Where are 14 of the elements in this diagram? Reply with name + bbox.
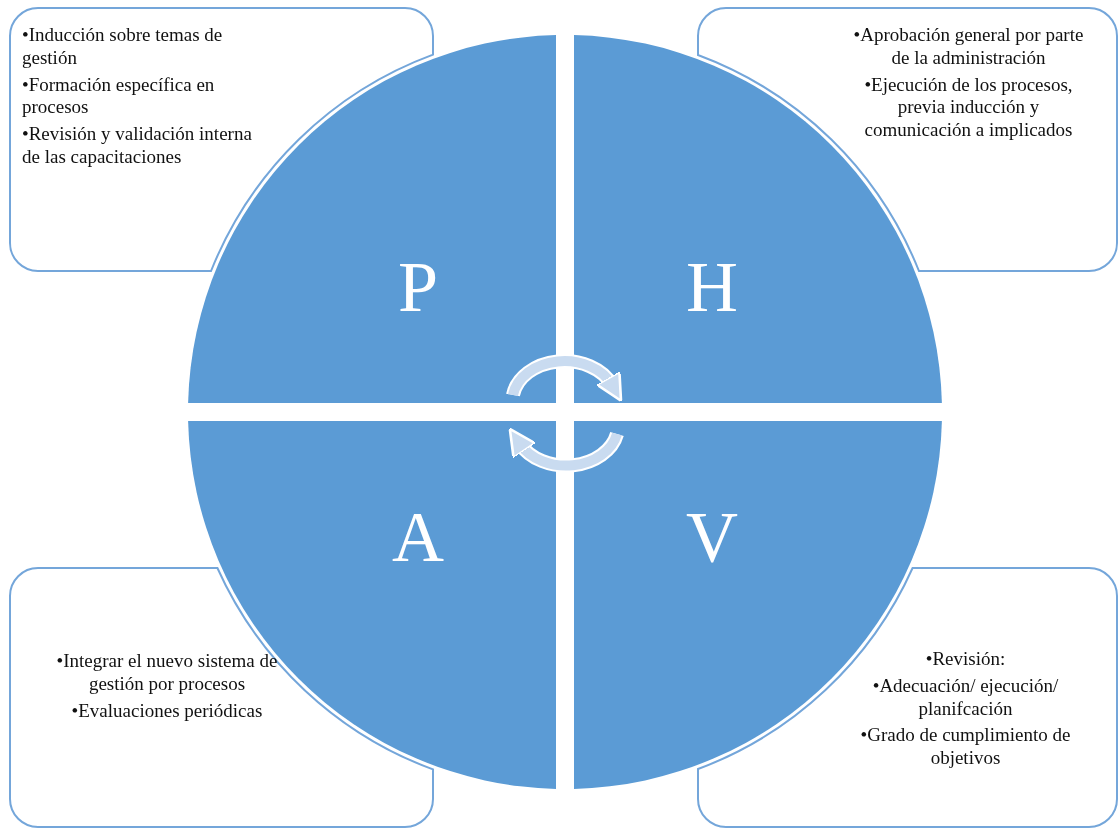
bullet-item: •Aprobación general por parte de la administración — [852, 24, 1085, 70]
bullet-item: •Ejecución de los procesos, previa inducción y comunicación a implicados — [863, 73, 1074, 142]
bullet-item: •Integrar el nuevo sistema de gestión por procesos — [55, 650, 279, 696]
bullet-item: •Evaluaciones periódicas — [70, 699, 264, 723]
quadrant-letter: A — [392, 501, 444, 573]
quadrant-letter: H — [686, 251, 738, 323]
bullet-item: •Formación específica en procesos — [22, 73, 216, 120]
bullet-item: •Revisión y validación interna de las capacitaciones — [22, 123, 253, 169]
quadrant-letter: V — [686, 501, 738, 573]
bullet-item: •Revisión: — [924, 648, 1007, 671]
bullet-item: •Adecuación/ ejecución/ planifcación — [871, 674, 1060, 721]
quadrant-letter: P — [398, 251, 438, 323]
bullet-item: •Grado de cumplimiento de objetivos — [859, 724, 1072, 770]
bullet-item: •Inducción sobre temas de gestión — [22, 24, 224, 70]
